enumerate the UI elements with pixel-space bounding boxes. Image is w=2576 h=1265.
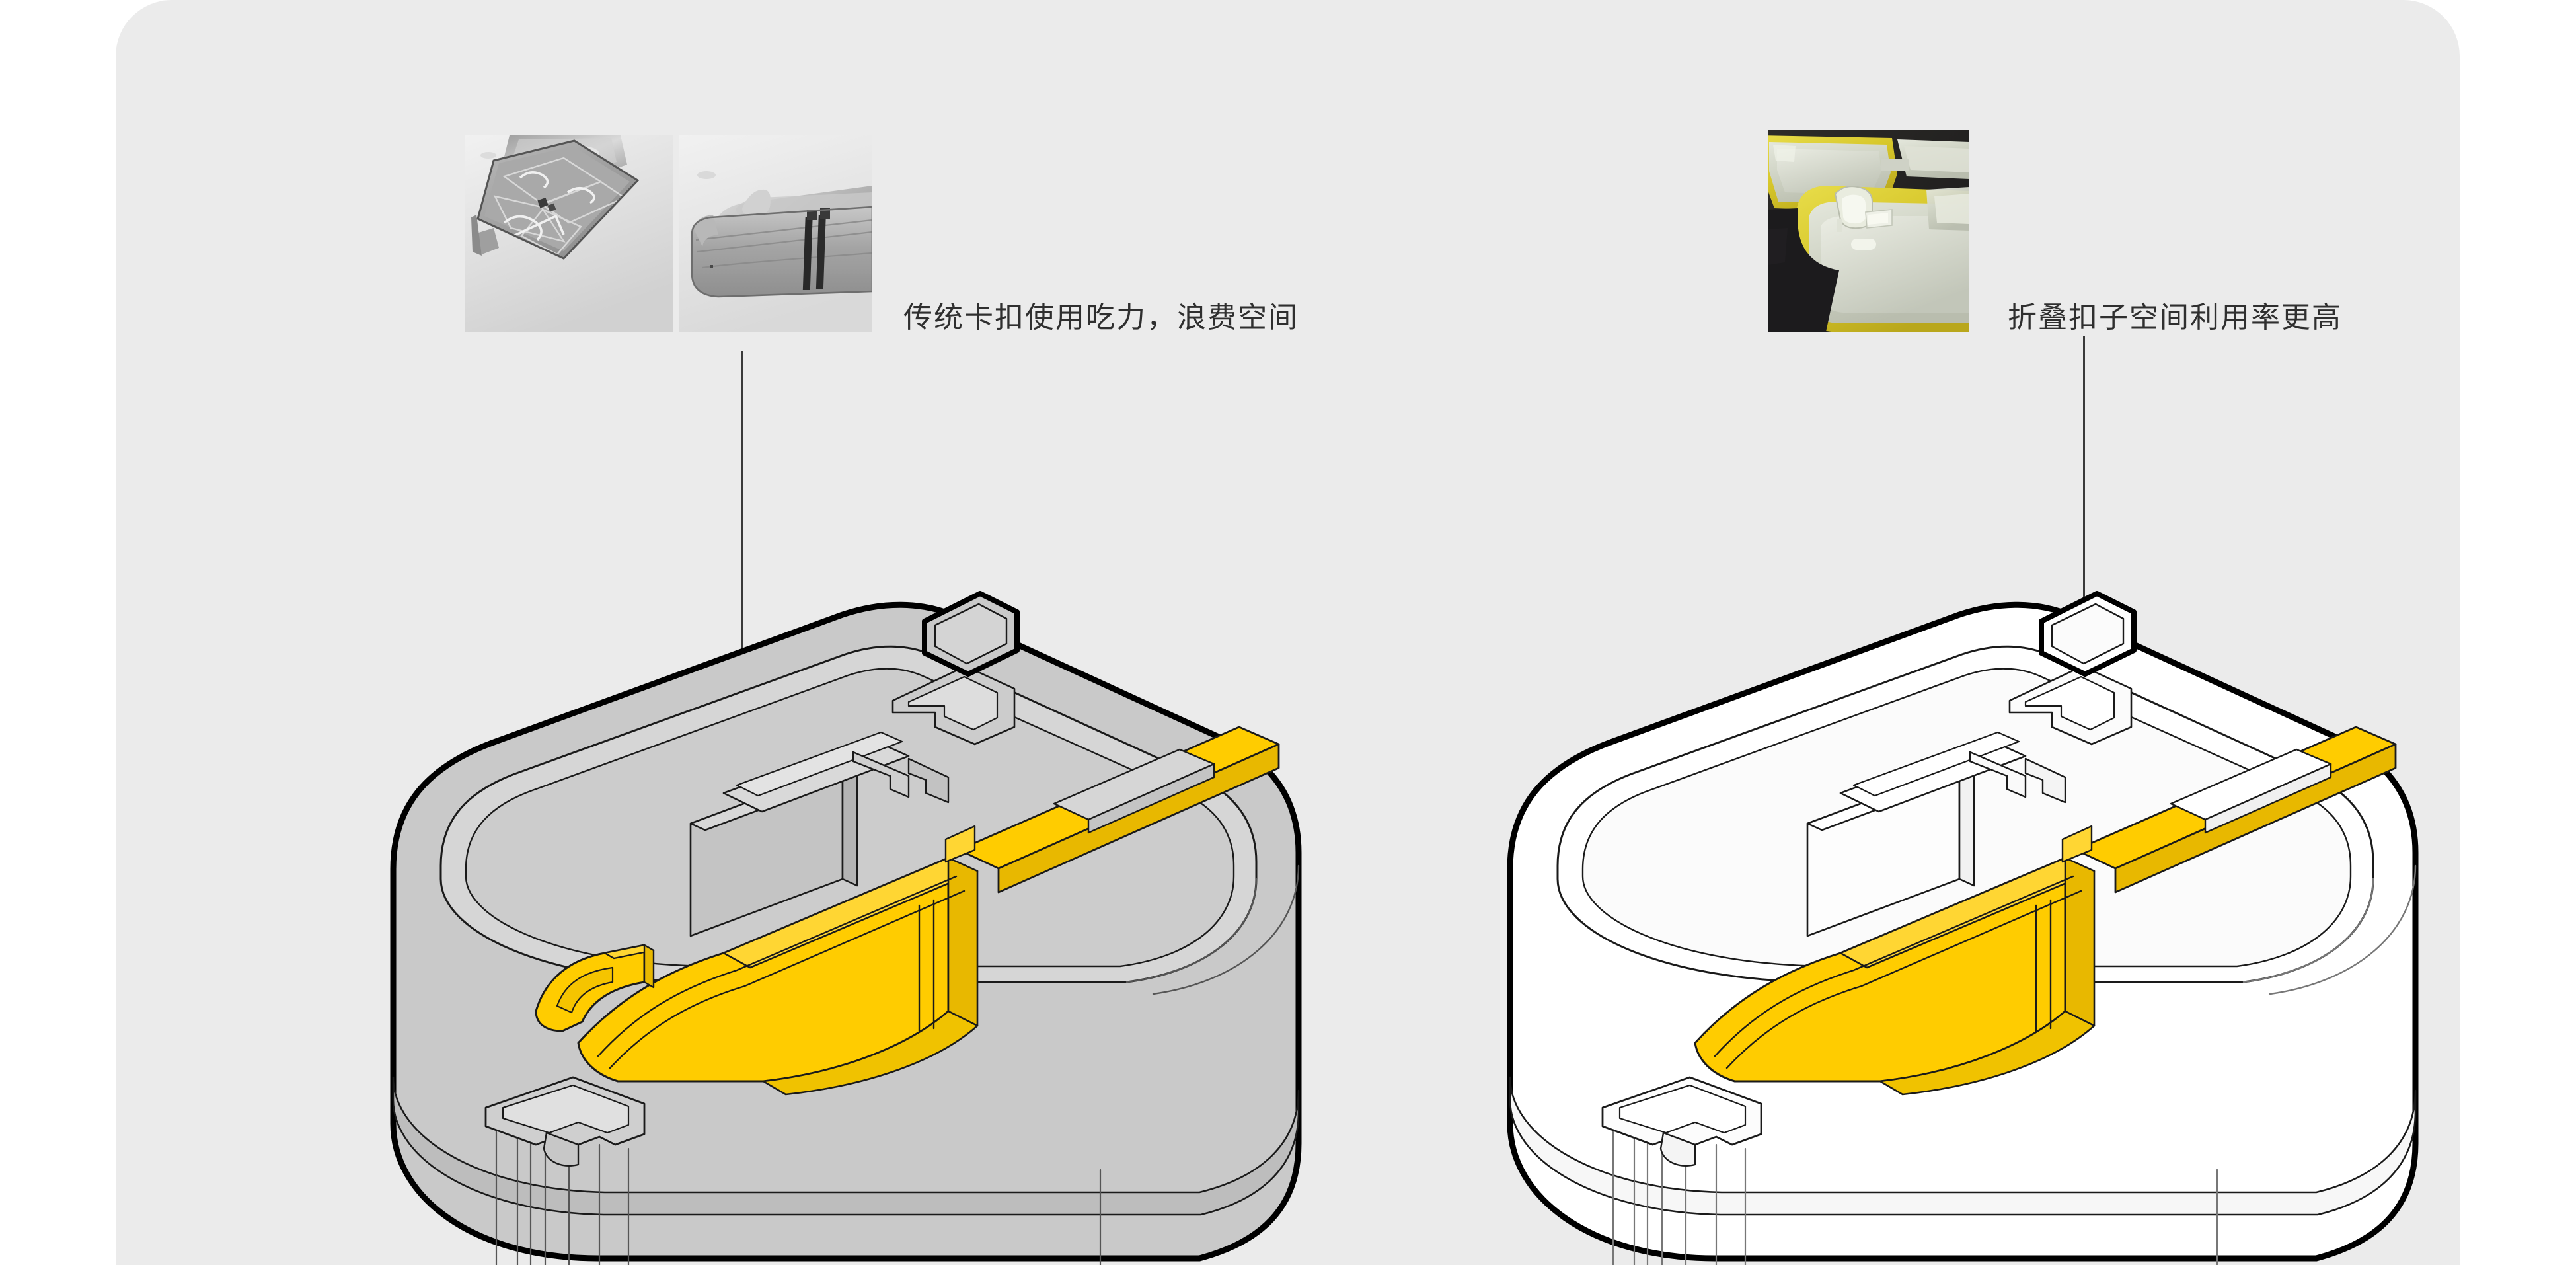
caption-traditional-buckle: 传统卡扣使用吃力，浪费空间 <box>903 301 1299 334</box>
leader-line-left <box>741 351 743 929</box>
caption-folding-clasp: 折叠扣子空间利用率更高 <box>2008 301 2342 334</box>
photo-open-box-compartments <box>465 135 673 332</box>
content-card: 传统卡扣使用吃力，浪费空间 <box>116 0 2460 1265</box>
photo-box-side-buckle <box>679 135 872 332</box>
render-folding-buckle-box <box>1497 509 2455 1265</box>
photo-yellow-rim-folding-clasp <box>1768 130 1969 332</box>
leader-line-right <box>2083 336 2085 775</box>
render-traditional-buckle-box <box>380 509 1338 1265</box>
